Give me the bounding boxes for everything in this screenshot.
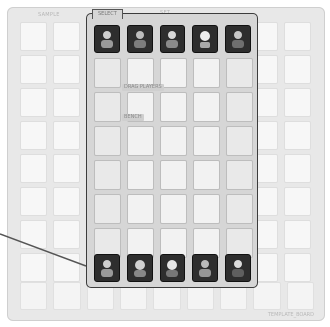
formation-slot[interactable] (160, 194, 187, 224)
player-icon (229, 28, 247, 50)
bg-slot[interactable] (53, 55, 80, 84)
strip-slot[interactable] (287, 282, 314, 310)
formation-slot[interactable] (226, 160, 253, 190)
avatar[interactable] (225, 25, 251, 53)
footer-label: TEMPLATE_BOARD (268, 312, 314, 318)
board-title-label: SAMPLE (38, 12, 60, 18)
bg-slot[interactable] (284, 187, 311, 216)
formation-slot[interactable] (226, 58, 253, 88)
formation-slot[interactable] (94, 126, 121, 156)
formation-slot[interactable] (193, 58, 220, 88)
avatar[interactable] (127, 25, 153, 53)
zone-label-bench: BENCH (122, 114, 144, 121)
formation-slot[interactable] (226, 194, 253, 224)
avatar[interactable] (225, 254, 251, 282)
avatar[interactable] (127, 254, 153, 282)
player-icon (98, 28, 116, 50)
formation-slot[interactable] (127, 126, 154, 156)
bg-slot[interactable] (284, 88, 311, 117)
bg-slot[interactable] (20, 22, 47, 51)
formation-slot[interactable] (193, 126, 220, 156)
avatar[interactable] (192, 254, 218, 282)
formation-slot[interactable] (193, 92, 220, 122)
player-icon (131, 257, 149, 279)
bg-slot[interactable] (20, 154, 47, 183)
formation-slot[interactable] (94, 194, 121, 224)
formation-slot[interactable] (127, 160, 154, 190)
formation-slot[interactable] (94, 58, 121, 88)
bg-slot[interactable] (20, 220, 47, 249)
bg-slot[interactable] (53, 22, 80, 51)
avatar[interactable] (94, 25, 120, 53)
player-icon (98, 257, 116, 279)
formation-slot[interactable] (160, 92, 187, 122)
player-icon (131, 28, 149, 50)
bg-slot[interactable] (284, 154, 311, 183)
formation-grid (94, 58, 253, 258)
bg-slot[interactable] (53, 253, 80, 282)
formation-slot[interactable] (160, 58, 187, 88)
formation-slot[interactable] (160, 160, 187, 190)
bg-slot[interactable] (20, 55, 47, 84)
player-icon (229, 257, 247, 279)
bg-slot[interactable] (53, 121, 80, 150)
bottom-avatar-row (94, 254, 251, 282)
formation-slot[interactable] (160, 126, 187, 156)
bg-slot[interactable] (53, 88, 80, 117)
bg-slot[interactable] (20, 121, 47, 150)
avatar[interactable] (94, 254, 120, 282)
bg-slot[interactable] (20, 253, 47, 282)
bg-slot[interactable] (284, 55, 311, 84)
formation-slot[interactable] (127, 194, 154, 224)
bg-slot[interactable] (20, 187, 47, 216)
bg-slot[interactable] (284, 220, 311, 249)
player-icon (196, 28, 214, 50)
strip-slot[interactable] (53, 282, 80, 310)
formation-slot[interactable] (193, 194, 220, 224)
player-icon (163, 257, 181, 279)
top-avatar-row (94, 25, 251, 53)
player-icon (196, 257, 214, 279)
bg-slot[interactable] (284, 253, 311, 282)
avatar[interactable] (160, 25, 186, 53)
player-icon (163, 28, 181, 50)
zone-label-drag: DRAG PLAYERS (122, 84, 164, 91)
avatar[interactable] (160, 254, 186, 282)
formation-slot[interactable] (94, 92, 121, 122)
formation-slot[interactable] (193, 160, 220, 190)
avatar[interactable] (192, 25, 218, 53)
bg-slot[interactable] (284, 22, 311, 51)
strip-slot[interactable] (253, 282, 280, 310)
panel-tab[interactable]: SELECT (92, 9, 123, 19)
formation-slot[interactable] (94, 160, 121, 190)
formation-slot[interactable] (226, 126, 253, 156)
bg-slot[interactable] (53, 154, 80, 183)
formation-slot[interactable] (226, 92, 253, 122)
bg-slot[interactable] (53, 187, 80, 216)
bg-slot[interactable] (20, 88, 47, 117)
strip-slot[interactable] (20, 282, 47, 310)
bg-slot[interactable] (284, 121, 311, 150)
bg-slot[interactable] (53, 220, 80, 249)
